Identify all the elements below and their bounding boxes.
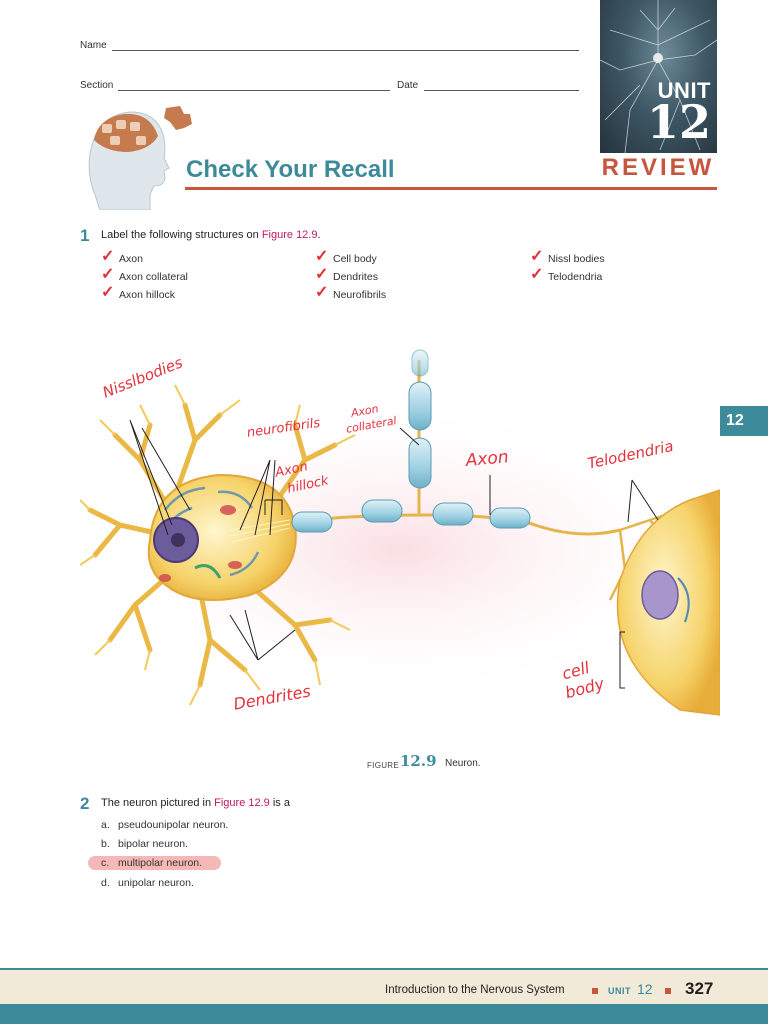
term-axon-hillock: Axon hillock (119, 289, 176, 301)
title-rule (185, 187, 717, 190)
check-mark-icon: ✓ (101, 266, 115, 283)
question-1-prompt: Label the following structures on Figure… (101, 229, 321, 241)
date-field[interactable] (424, 90, 579, 91)
section-title: Check Your Recall (186, 156, 395, 183)
footer-unit-label: UNIT (608, 986, 631, 996)
selected-answer-highlight (88, 856, 221, 870)
neuron-photo-icon (600, 0, 717, 153)
footer-bottom-bar (0, 1004, 768, 1024)
prompt-text: Label the following structures on (101, 229, 262, 241)
unit-side-tab: 12 (720, 406, 768, 436)
review-heading: REVIEW (601, 154, 715, 181)
check-mark-icon: ✓ (530, 248, 544, 265)
figure-caption-prefix: FIGURE (367, 761, 400, 770)
figure-link[interactable]: Figure 12.9 (214, 797, 270, 809)
footer-bullet-icon (665, 988, 671, 994)
question-1-number: 1 (80, 226, 90, 245)
check-mark-icon: ✓ (315, 248, 329, 265)
footer-unit-number: 12 (637, 981, 653, 997)
option-c-letter: c. (101, 857, 110, 869)
figure-caption-number: 12.9 (400, 752, 437, 770)
date-label: Date (397, 80, 419, 91)
term-axon: Axon (119, 253, 143, 265)
option-b-letter: b. (101, 838, 110, 850)
term-axon-collateral: Axon collateral (119, 271, 188, 283)
label-axon: Axon (465, 447, 510, 471)
option-a-text[interactable]: pseudounipolar neuron. (118, 819, 229, 831)
footer-bullet-icon (592, 988, 598, 994)
term-cell-body: Cell body (333, 253, 377, 265)
figure-link[interactable]: Figure 12.9 (261, 229, 318, 241)
unit-banner-image: UNIT 12 (600, 0, 717, 153)
check-mark-icon: ✓ (315, 284, 329, 301)
term-nissl-bodies: Nissl bodies (548, 253, 605, 265)
name-field[interactable] (112, 50, 579, 51)
head-puzzle-illustration (88, 106, 192, 210)
figure-caption-text: Neuron. (445, 758, 481, 769)
option-a-letter: a. (101, 819, 110, 831)
unit-word: UNIT (657, 78, 711, 103)
check-mark-icon: ✓ (101, 284, 115, 301)
name-label: Name (80, 40, 107, 51)
section-field[interactable] (118, 90, 390, 91)
page-number: 327 (685, 979, 714, 998)
check-mark-icon: ✓ (315, 266, 329, 283)
neuron-figure (80, 349, 720, 716)
prompt-end: is a (269, 797, 290, 809)
section-label: Section (80, 80, 114, 91)
prompt-end: . (317, 229, 321, 241)
option-d-letter: d. (101, 877, 110, 889)
question-2-prompt: The neuron pictured in Figure 12.9 is a (101, 797, 290, 809)
term-neurofibrils: Neurofibrils (333, 289, 387, 301)
prompt-text: The neuron pictured in (101, 797, 215, 809)
check-mark-icon: ✓ (530, 266, 544, 283)
footer-band (0, 968, 768, 1004)
term-telodendria: Telodendria (548, 271, 603, 283)
option-b-text[interactable]: bipolar neuron. (118, 838, 189, 850)
footer-chapter-title: Introduction to the Nervous System (385, 984, 565, 996)
term-dendrites: Dendrites (333, 271, 378, 283)
question-2-number: 2 (80, 794, 90, 813)
unit-number: 12 (646, 95, 711, 149)
check-mark-icon: ✓ (101, 248, 115, 265)
option-d-text[interactable]: unipolar neuron. (118, 877, 194, 889)
option-c-text[interactable]: multipolar neuron. (118, 857, 203, 869)
